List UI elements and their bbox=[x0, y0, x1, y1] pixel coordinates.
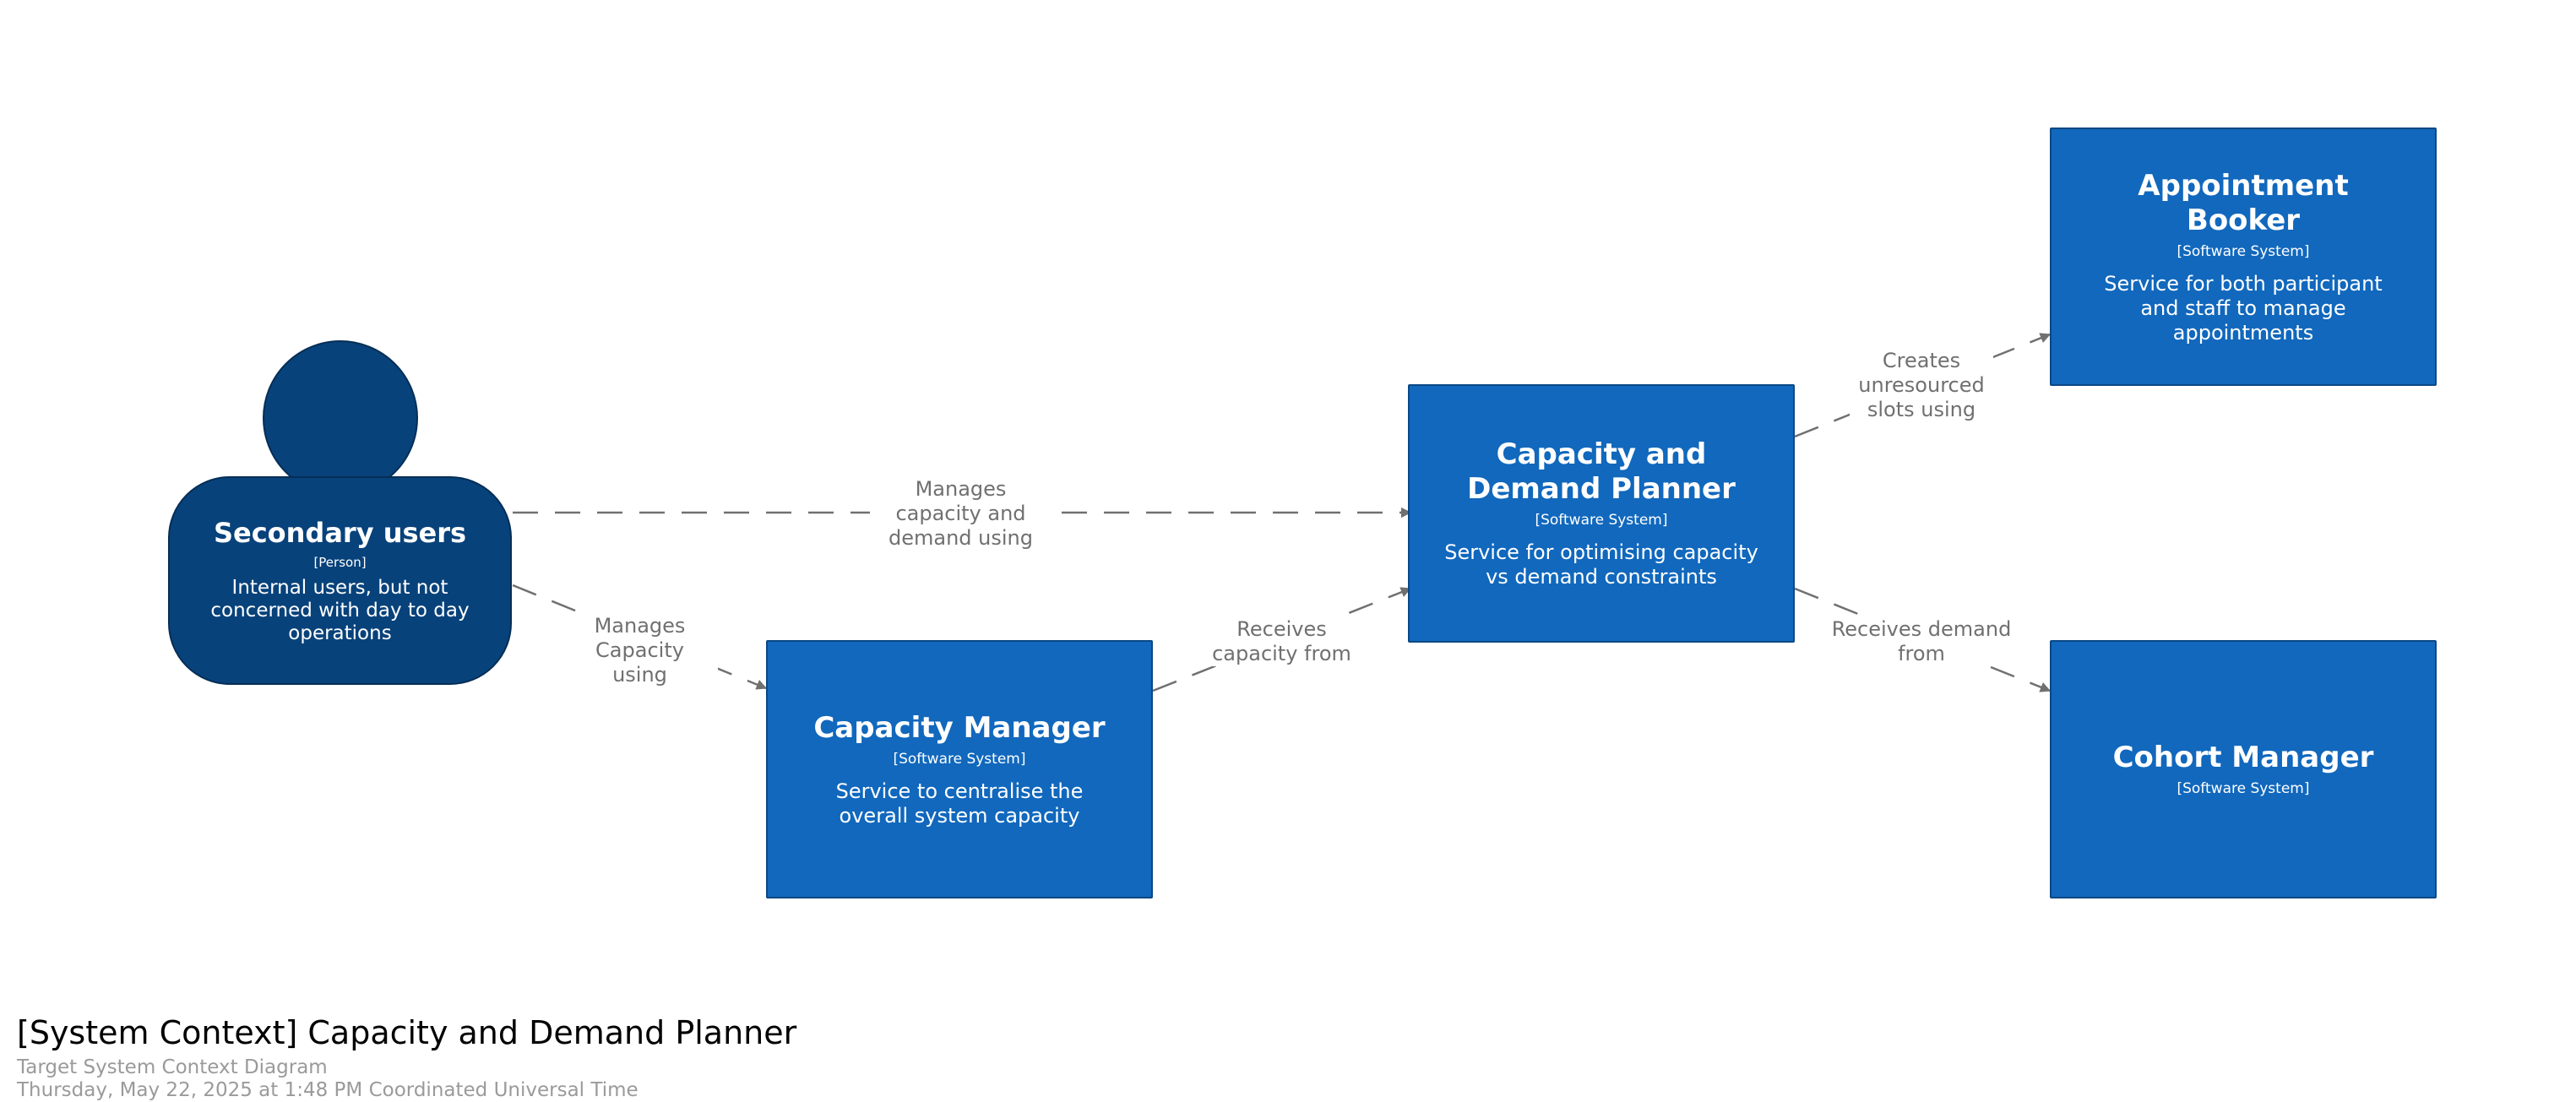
system-description: Service for both participant and staff t… bbox=[2104, 271, 2383, 345]
person-shape bbox=[168, 340, 512, 685]
relationship-label-capacity-planner: Receives capacity from bbox=[1187, 617, 1377, 666]
system-type: [Software System] bbox=[1535, 512, 1668, 529]
system-name: Appointment Booker bbox=[2138, 168, 2349, 237]
system-capacity-manager[interactable]: Capacity Manager [Software System] Servi… bbox=[766, 640, 1153, 898]
system-type: [Software System] bbox=[2177, 779, 2310, 797]
relationship-label-planner-booker: Creates unresourced slots using bbox=[1850, 349, 1993, 422]
person-description: Internal users, but not concerned with d… bbox=[210, 577, 470, 644]
system-capacity-and-demand-planner[interactable]: Capacity and Demand Planner [Software Sy… bbox=[1408, 384, 1795, 643]
system-name: Capacity and Demand Planner bbox=[1467, 437, 1736, 506]
relationship-label-planner-cohort: Receives demand from bbox=[1824, 617, 2019, 666]
person-head bbox=[263, 340, 418, 496]
relationship-label-users-planner: Manages capacity and demand using bbox=[870, 477, 1052, 551]
diagram-subtitle: Target System Context Diagram bbox=[17, 1056, 328, 1078]
system-cohort-manager[interactable]: Cohort Manager [Software System] bbox=[2050, 640, 2437, 898]
person-body bbox=[168, 476, 512, 685]
system-name: Cohort Manager bbox=[2112, 740, 2374, 774]
person-name: Secondary users bbox=[213, 517, 467, 549]
diagram-timestamp: Thursday, May 22, 2025 at 1:48 PM Coordi… bbox=[17, 1079, 639, 1101]
system-type: [Software System] bbox=[2177, 242, 2310, 260]
diagram-title: [System Context] Capacity and Demand Pla… bbox=[17, 1014, 797, 1051]
system-appointment-booker[interactable]: Appointment Booker [Software System] Ser… bbox=[2050, 128, 2437, 386]
person-type: [Person] bbox=[313, 555, 367, 570]
person-secondary-users[interactable]: Secondary users [Person] Internal users,… bbox=[169, 477, 511, 684]
system-type: [Software System] bbox=[893, 750, 1026, 768]
system-description: Service to centralise the overall system… bbox=[835, 779, 1084, 828]
system-description: Service for optimising capacity vs deman… bbox=[1444, 540, 1758, 589]
system-name: Capacity Manager bbox=[813, 710, 1106, 745]
relationship-label-users-capacity: Manages Capacity using bbox=[562, 614, 718, 687]
